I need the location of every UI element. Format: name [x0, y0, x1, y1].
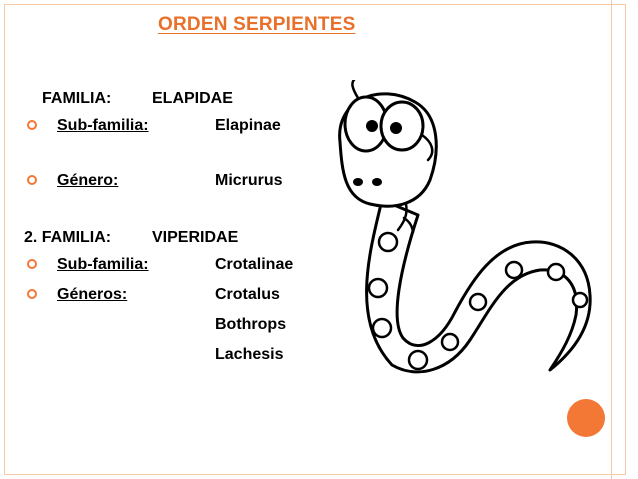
generos-2-value: Crotalus — [215, 286, 280, 303]
bullet-icon — [27, 175, 37, 185]
bullet-icon — [27, 289, 37, 299]
generos-2-label: Géneros: — [57, 286, 128, 303]
genero-lachesis: Lachesis — [215, 346, 284, 363]
orange-dot-decoration — [567, 399, 605, 437]
subfamilia-1-label: Sub-familia: — [57, 117, 149, 134]
familia-1-value: ELAPIDAE — [152, 90, 233, 107]
slide-frame — [4, 4, 626, 475]
genero-1-label: Género: — [57, 172, 119, 189]
genero-bothrops: Bothrops — [215, 316, 287, 333]
bullet-icon — [27, 259, 37, 269]
snake-illustration — [338, 80, 592, 374]
familia-1-label: FAMILIA: — [42, 90, 112, 107]
subfamilia-2-value: Crotalinae — [215, 256, 294, 273]
bullet-icon — [27, 120, 37, 130]
familia-2-value: VIPERIDAE — [152, 229, 239, 246]
subfamilia-1-value: Elapinae — [215, 117, 281, 134]
slide-title: ORDEN SERPIENTES — [158, 14, 356, 35]
genero-1-value: Micrurus — [215, 172, 283, 189]
familia-2-label: 2. FAMILIA: — [24, 229, 112, 246]
subfamilia-2-label: Sub-familia: — [57, 256, 149, 273]
side-rule — [611, 0, 612, 479]
